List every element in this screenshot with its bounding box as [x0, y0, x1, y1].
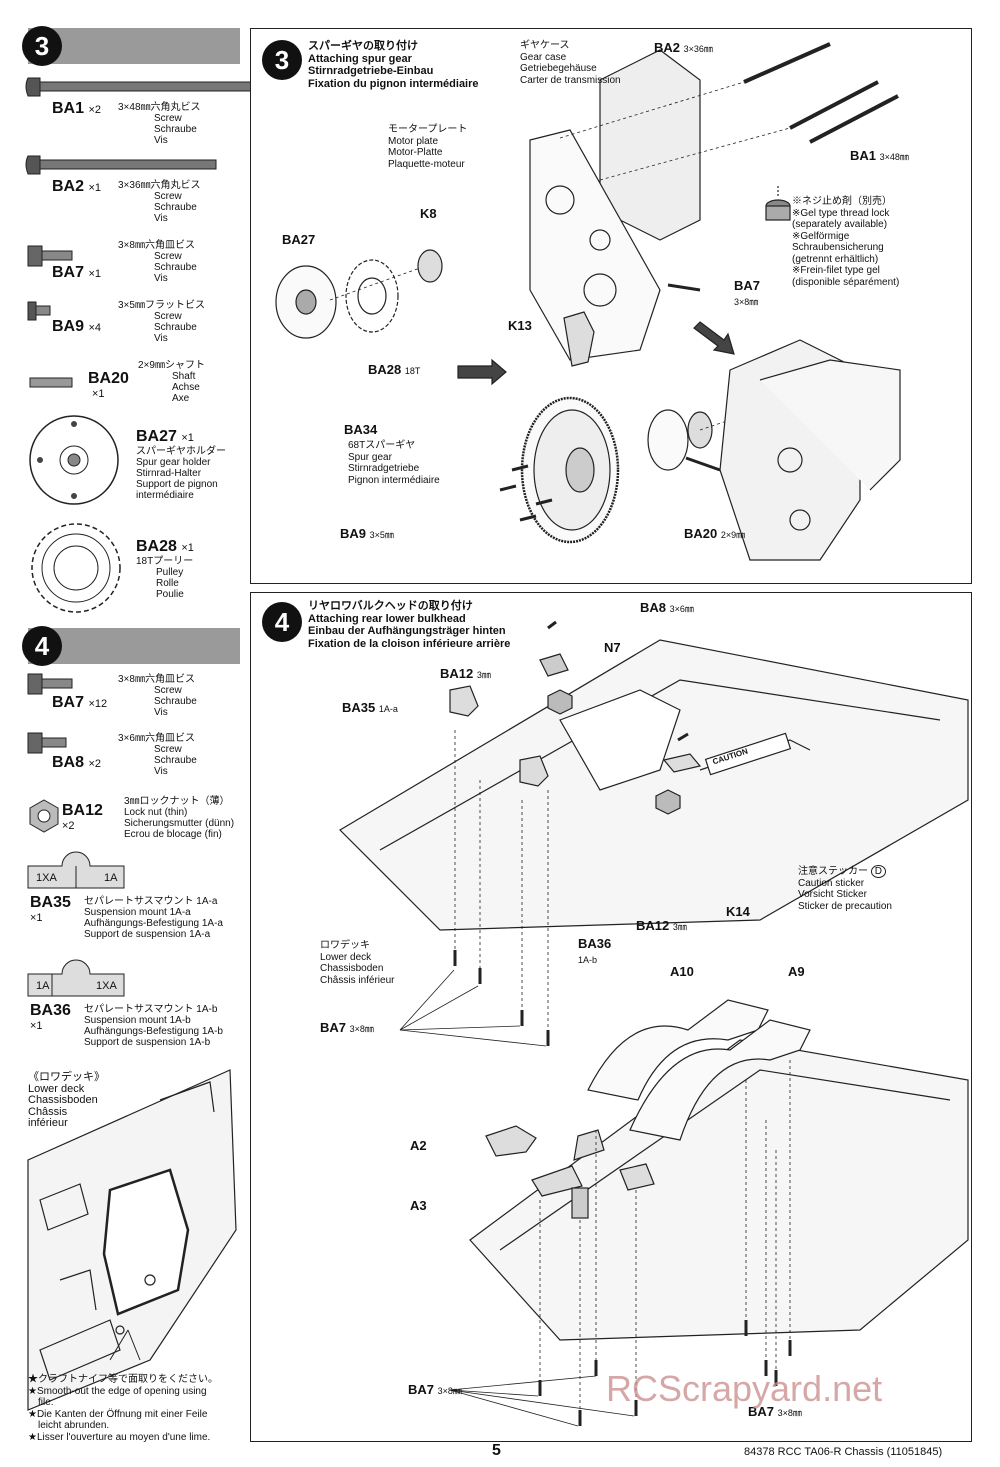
- ba35-mark-right: 1A: [104, 872, 118, 884]
- part-qty: ×2: [88, 104, 102, 116]
- part-row-ba36: BA36 ×1: [30, 1002, 71, 1032]
- ba36-mark-right: 1XA: [96, 980, 117, 992]
- thread-lock-note: ※ネジ止め剤（別売） ※Gel type thread lock (separa…: [792, 196, 900, 288]
- label-ba12-top: BA12 3㎜: [440, 666, 491, 681]
- label-ba7-bottom-left: BA7 3×8㎜: [408, 1382, 462, 1397]
- part-desc-ba1: 3×48㎜六角丸ビス Screw Schraube Vis: [118, 102, 201, 146]
- step3-panel-number: 3: [262, 40, 302, 80]
- part-row-ba35: BA35 ×1: [30, 894, 71, 924]
- part-row-ba12: BA12 ×2: [62, 802, 103, 832]
- step3-title: スパーギヤの取り付け Attaching spur gear Stirnradg…: [308, 40, 479, 90]
- ba35-mark-left: 1XA: [36, 872, 57, 884]
- ba28-pulley-icon: [31, 523, 121, 613]
- step3-number-badge: 3: [22, 26, 62, 66]
- step4-title: リヤロワバルクヘッドの取り付け Attaching rear lower bul…: [308, 600, 511, 650]
- label-k14: K14: [726, 904, 750, 919]
- ba27-holder-icon: [29, 415, 119, 505]
- ba20-shaft-icon: [29, 377, 73, 388]
- caution-sticker-mark: D: [870, 865, 887, 878]
- label-a9: A9: [788, 964, 805, 979]
- ba36-mount-icon: [27, 959, 125, 997]
- label-ba7-mid: BA7 3×8㎜: [320, 1020, 374, 1035]
- part-desc-ba9: 3×5㎜フラットビス Screw Schraube Vis: [118, 300, 205, 344]
- label-k13: K13: [508, 318, 532, 333]
- part-row-ba9: BA9 ×4: [52, 318, 102, 335]
- label-ba34: BA34: [344, 422, 378, 437]
- motor-plate-shape: [529, 129, 661, 361]
- part-desc-ba36: セパレートサスマウント 1A-b Suspension mount 1A-b A…: [84, 1004, 223, 1048]
- step4-number-badge: 4: [22, 626, 62, 666]
- part-row-ba28: BA28 ×1: [136, 538, 194, 555]
- label-ba35: BA35 1A-a: [342, 700, 398, 715]
- step4-panel-number: 4: [262, 602, 302, 642]
- ba7-step4-screw-icon: [27, 673, 73, 695]
- part-row-ba1: BA1 ×2: [52, 100, 101, 118]
- part-row-ba8: BA8 ×2: [52, 754, 102, 771]
- label-ba7-bottom-right: BA7 3×8㎜: [748, 1404, 802, 1419]
- ba8-screw-icon: [27, 732, 67, 754]
- part-desc-ba20: 2×9㎜シャフト Shaft Achse Axe: [138, 360, 205, 404]
- label-ba20: BA20 2×9㎜: [684, 526, 746, 541]
- ba35-mount-icon: [27, 851, 125, 889]
- deck-label: ロワデッキ Lower deck Chassisboden Châssis in…: [320, 940, 395, 986]
- motor-plate-label: モータープレート Motor plate Motor-Platte Plaque…: [388, 124, 468, 170]
- label-ba1: BA1 3×48㎜: [850, 148, 909, 163]
- second-lower-deck-shape: [469, 1039, 969, 1341]
- upper-lower-deck-shape: [339, 639, 969, 931]
- watermark-text: RCScrapyard.net: [606, 1368, 883, 1409]
- part-code: BA1: [52, 100, 85, 117]
- ba2-screw-icon: [25, 155, 217, 175]
- part-row-ba7-4: BA7 ×12: [52, 694, 108, 711]
- label-k8: K8: [420, 206, 437, 221]
- part-desc-ba8: 3×6㎜六角皿ビス Screw Schraube Vis: [118, 733, 197, 777]
- step4-header-bar: [28, 628, 240, 664]
- spur-gear-label: 68Tスパーギヤ Spur gear Stirnradgetriebe Pign…: [348, 440, 440, 486]
- label-ba9: BA9 3×5㎜: [340, 526, 394, 541]
- label-ba27: BA27: [282, 232, 316, 247]
- part-row-ba27: BA27 ×1: [136, 428, 194, 445]
- lower-deck-inset-label: 《ロワデッキ》 Lower deck Chassisboden Châssis …: [28, 1071, 105, 1129]
- part-desc-ba27: スパーギヤホルダー Spur gear holder Stirnrad-Halt…: [136, 446, 226, 501]
- label-a3: A3: [410, 1198, 427, 1213]
- part-desc-ba7: 3×8㎜六角皿ビス Screw Schraube Vis: [118, 240, 197, 284]
- part-desc-ba12: 3㎜ロックナット（薄） Lock nut (thin) Sicherungsmu…: [124, 796, 235, 840]
- part-desc-ba35: セパレートサスマウント 1A-a Suspension mount 1A-a A…: [84, 896, 223, 940]
- part-desc-ba7-4: 3×8㎜六角皿ビス Screw Schraube Vis: [118, 674, 197, 718]
- ba12-nut-icon: [29, 799, 59, 833]
- part-row-ba7: BA7 ×1: [52, 264, 102, 281]
- label-ba2: BA2 3×36㎜: [654, 40, 713, 55]
- caution-sticker-label: 注意ステッカー D Caution sticker Vorsicht Stick…: [798, 865, 892, 912]
- label-ba28: BA28 18T: [368, 362, 421, 377]
- label-ba12-bottom: BA12 3㎜: [636, 918, 687, 933]
- gear-case-label: ギヤケース Gear case Getriebegehäuse Carter d…: [520, 40, 621, 86]
- label-ba8: BA8 3×6㎜: [640, 600, 694, 615]
- step3-header-bar: [28, 28, 240, 64]
- part-desc-ba28: 18Tプーリー Pulley Rolle Poulie: [136, 556, 194, 600]
- ba36-mark-left: 1A: [36, 980, 50, 992]
- ba7-screw-icon: [27, 245, 73, 267]
- ba9-screw-icon: [27, 301, 51, 321]
- part-desc-ba2: 3×36㎜六角丸ビス Screw Schraube Vis: [118, 180, 201, 224]
- smooth-edge-note: ★クラフトナイフ等で面取りをください。 ★Smooth-out the edge…: [28, 1374, 218, 1443]
- page-number: 5: [492, 1442, 501, 1459]
- label-n7: N7: [604, 640, 621, 655]
- part-row-ba20: BA20 ×1: [88, 370, 129, 400]
- part-row-ba2: BA2 ×1: [52, 178, 102, 195]
- label-a2: A2: [410, 1138, 427, 1153]
- label-a10: A10: [670, 964, 694, 979]
- footer-reference: 84378 RCC TA06-R Chassis (11051845): [744, 1446, 943, 1458]
- lower-deck-inset-drawing: [27, 1069, 237, 1411]
